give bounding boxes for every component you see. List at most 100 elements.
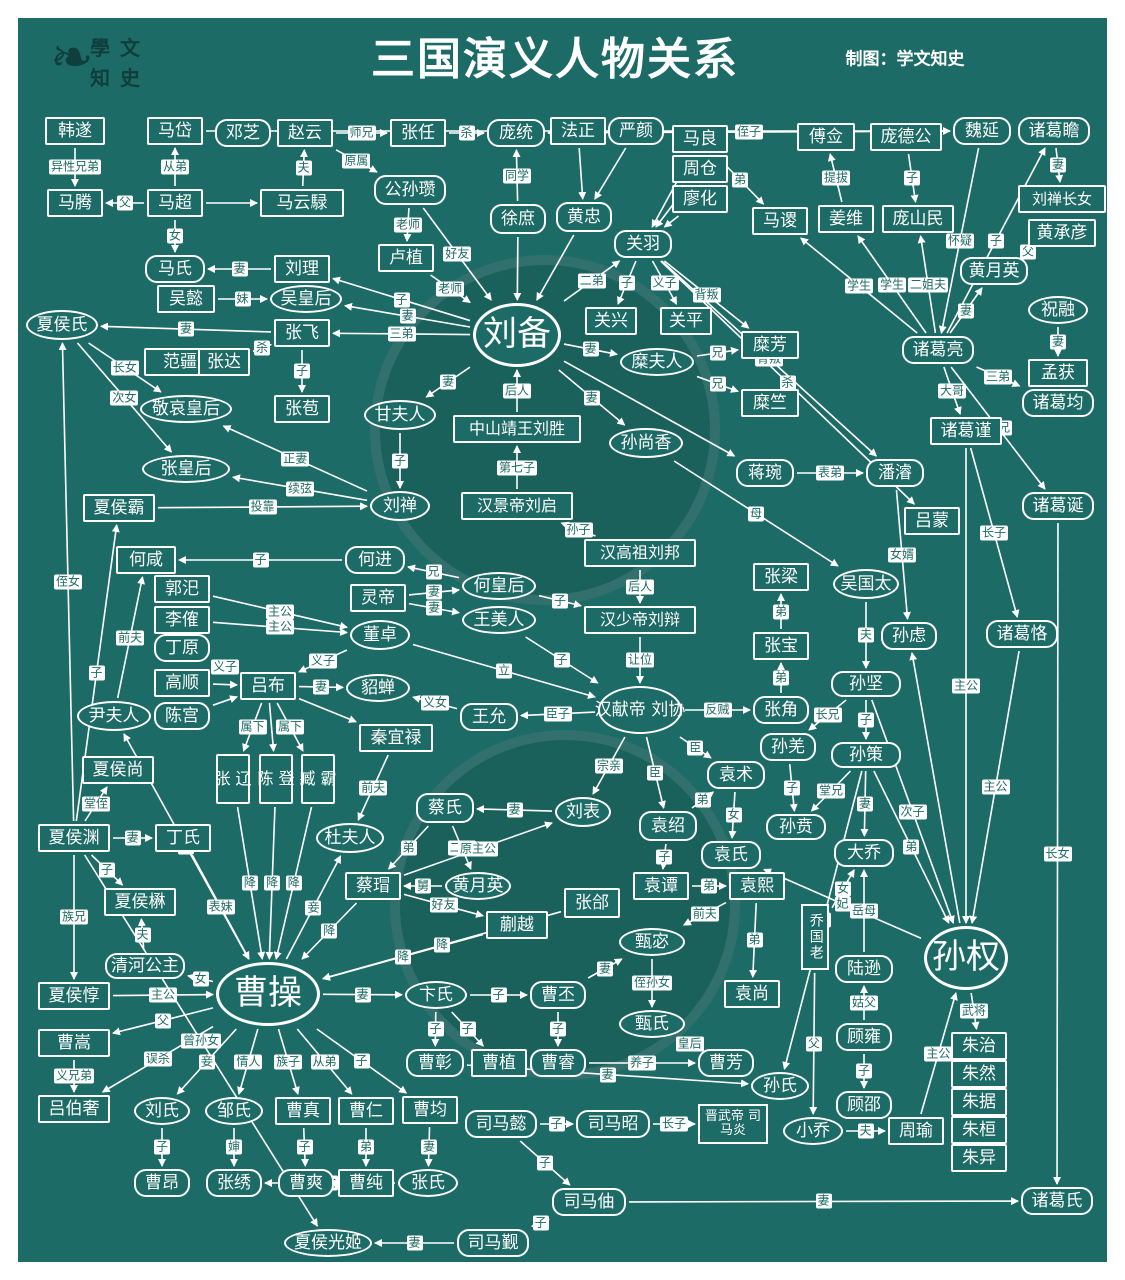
person-node-gaoshun[interactable]: 高顺 bbox=[154, 669, 210, 697]
person-node-sunshi[interactable]: 孙氏 bbox=[751, 1072, 809, 1100]
person-node-zhouyu[interactable]: 周瑜 bbox=[888, 1117, 944, 1145]
person-node-caoang[interactable]: 曹昂 bbox=[134, 1169, 190, 1197]
person-node-dingyuan[interactable]: 丁原 bbox=[154, 634, 210, 662]
person-node-luxun[interactable]: 陆逊 bbox=[835, 955, 893, 983]
person-node-ganfuren[interactable]: 甘夫人 bbox=[364, 400, 436, 430]
person-node-sunce[interactable]: 孙策 bbox=[831, 742, 901, 768]
person-node-zhangshi[interactable]: 张氏 bbox=[398, 1169, 458, 1197]
person-node-jiangwei[interactable]: 姜维 bbox=[818, 205, 874, 233]
person-node-xiahouyuan[interactable]: 夏侯渊 bbox=[38, 824, 110, 852]
person-node-xiahoushang[interactable]: 夏侯尚 bbox=[82, 756, 154, 784]
person-node-zhuyi[interactable]: 朱异 bbox=[951, 1144, 1007, 1172]
person-node-liaohua[interactable]: 廖化 bbox=[672, 185, 728, 213]
person-node-xushu[interactable]: 徐庶 bbox=[490, 204, 546, 234]
person-node-huangyueying[interactable]: 黄月英 bbox=[960, 257, 1028, 285]
person-node-zhenshi[interactable]: 甄氏 bbox=[619, 1010, 685, 1038]
person-node-yuanshu[interactable]: 袁术 bbox=[707, 761, 765, 789]
person-node-caoren[interactable]: 曹仁 bbox=[338, 1097, 394, 1125]
person-node-madai[interactable]: 马岱 bbox=[147, 117, 203, 145]
person-node-menghuo[interactable]: 孟获 bbox=[1028, 359, 1088, 387]
person-node-simayan[interactable]: 晋武帝 司马炎 bbox=[698, 1104, 768, 1144]
person-node-mashi[interactable]: 马氏 bbox=[145, 255, 205, 283]
person-node-xiahoudun[interactable]: 夏侯惇 bbox=[38, 982, 110, 1010]
person-node-guanxing[interactable]: 关兴 bbox=[585, 307, 637, 335]
person-node-weiyan[interactable]: 魏延 bbox=[953, 117, 1011, 145]
person-node-yuanshi[interactable]: 袁氏 bbox=[701, 841, 761, 869]
person-node-lijue[interactable]: 李傕 bbox=[154, 606, 210, 634]
person-node-xiaoqiao[interactable]: 小乔 bbox=[783, 1117, 843, 1145]
person-node-zhuran[interactable]: 朱然 bbox=[951, 1060, 1007, 1088]
person-node-zhuju[interactable]: 朱据 bbox=[951, 1088, 1007, 1116]
person-node-gongsunzan[interactable]: 公孙瓒 bbox=[374, 175, 446, 205]
person-node-wangyun[interactable]: 王允 bbox=[460, 703, 518, 731]
person-node-wuyi[interactable]: 吴懿 bbox=[157, 285, 215, 313]
person-node-sunjian[interactable]: 孙坚 bbox=[831, 671, 901, 697]
person-node-wuhuanghou[interactable]: 吴皇后 bbox=[270, 285, 342, 313]
person-node-lingdi[interactable]: 灵帝 bbox=[350, 584, 406, 612]
person-node-zhangbao2[interactable]: 张宝 bbox=[753, 632, 809, 660]
person-node-lushi[interactable]: 卢植 bbox=[378, 244, 434, 272]
person-node-wuguotai[interactable]: 吴国太 bbox=[833, 569, 899, 599]
person-node-mifang[interactable]: 糜芳 bbox=[741, 331, 799, 359]
person-node-panjun[interactable]: 潘濬 bbox=[866, 459, 924, 487]
person-node-hansui[interactable]: 韩遂 bbox=[45, 117, 105, 145]
person-node-zhanghuanghou[interactable]: 张皇后 bbox=[142, 455, 230, 483]
person-node-pangdegong[interactable]: 庞德公 bbox=[870, 123, 942, 151]
person-node-sunshangxiang[interactable]: 孙尚香 bbox=[609, 428, 683, 458]
person-node-liushanchangnv[interactable]: 刘禅长女 bbox=[1018, 185, 1106, 213]
person-node-pangtong[interactable]: 庞统 bbox=[487, 119, 545, 147]
person-node-caocao[interactable]: 曹操 bbox=[216, 962, 320, 1026]
person-node-jiangwan[interactable]: 蒋琬 bbox=[736, 459, 794, 487]
person-node-dingshi[interactable]: 丁氏 bbox=[155, 824, 211, 852]
person-node-gushao[interactable]: 顾邵 bbox=[836, 1091, 892, 1119]
person-node-hehuanghou[interactable]: 何皇后 bbox=[462, 572, 536, 600]
person-node-zhuhuan[interactable]: 朱桓 bbox=[951, 1116, 1007, 1144]
person-node-zhenmi[interactable]: 甄宓 bbox=[619, 928, 685, 956]
person-node-caozhi[interactable]: 曹植 bbox=[471, 1049, 527, 1077]
person-node-liubiao[interactable]: 刘表 bbox=[555, 797, 611, 827]
person-node-caimao[interactable]: 蔡瑁 bbox=[345, 872, 401, 900]
person-node-kuaiyue[interactable]: 蒯越 bbox=[486, 911, 548, 939]
person-node-zhangda[interactable]: 张达 bbox=[198, 348, 250, 376]
person-node-qinghegongzhu[interactable]: 清河公主 bbox=[105, 953, 185, 979]
person-node-zhangren[interactable]: 张任 bbox=[390, 119, 446, 147]
person-node-diaochan[interactable]: 貂蝉 bbox=[346, 674, 410, 702]
person-node-pangshanmin[interactable]: 庞山民 bbox=[882, 205, 954, 233]
person-node-yuantan[interactable]: 袁谭 bbox=[633, 872, 689, 900]
person-node-caozhen[interactable]: 曹真 bbox=[275, 1097, 331, 1125]
person-node-zhangliao[interactable]: 张 辽 bbox=[214, 754, 252, 804]
person-node-zhongshanjingwang[interactable]: 中山靖王刘胜 bbox=[453, 415, 581, 443]
person-node-zhuzhi[interactable]: 朱治 bbox=[951, 1032, 1007, 1060]
person-node-zhangjue[interactable]: 张角 bbox=[753, 696, 809, 724]
person-node-jingaihuanghou[interactable]: 敬哀皇后 bbox=[140, 395, 232, 423]
person-node-mifuren[interactable]: 糜夫人 bbox=[620, 348, 694, 376]
person-node-zhugeke[interactable]: 诸葛恪 bbox=[986, 620, 1058, 648]
person-node-dongzhuo[interactable]: 董卓 bbox=[350, 620, 410, 650]
person-node-lvmeng[interactable]: 吕蒙 bbox=[904, 507, 960, 535]
person-node-caosong[interactable]: 曹嵩 bbox=[38, 1029, 110, 1057]
person-node-bianshi[interactable]: 卞氏 bbox=[405, 981, 467, 1009]
person-node-wangmeiren[interactable]: 王美人 bbox=[462, 606, 536, 634]
person-node-hanxiandi[interactable]: 汉献帝 刘协 bbox=[595, 686, 685, 734]
person-node-fuqian[interactable]: 傅佥 bbox=[797, 123, 855, 151]
person-node-liushan[interactable]: 刘禅 bbox=[370, 491, 430, 521]
person-node-zhangbao1[interactable]: 张苞 bbox=[274, 395, 330, 423]
person-node-hanshaodi[interactable]: 汉少帝刘辩 bbox=[584, 606, 696, 634]
person-node-guosi[interactable]: 郭汜 bbox=[154, 575, 210, 603]
person-node-huangzhong[interactable]: 黄忠 bbox=[556, 202, 612, 232]
person-node-daqiao[interactable]: 大乔 bbox=[834, 839, 894, 867]
person-node-xiahoumao[interactable]: 夏侯楙 bbox=[104, 888, 176, 916]
person-node-zangba[interactable]: 臧 霸 bbox=[299, 754, 337, 804]
person-node-huangyueying2[interactable]: 黄月英 bbox=[445, 872, 511, 900]
person-node-liubei[interactable]: 刘备 bbox=[473, 303, 561, 367]
person-node-hangaozu[interactable]: 汉高祖刘邦 bbox=[584, 539, 696, 567]
person-node-lvboshe[interactable]: 吕伯奢 bbox=[38, 1095, 110, 1123]
person-node-hanjingdi[interactable]: 汉景帝刘启 bbox=[461, 492, 573, 520]
person-node-liushi[interactable]: 刘氏 bbox=[134, 1097, 190, 1125]
person-node-mateng[interactable]: 马腾 bbox=[47, 189, 103, 217]
person-node-caorui[interactable]: 曹睿 bbox=[530, 1049, 586, 1077]
person-node-zhurong[interactable]: 祝融 bbox=[1028, 296, 1088, 324]
person-node-sunquan[interactable]: 孙权 bbox=[924, 926, 1008, 990]
person-node-hexian[interactable]: 何咸 bbox=[116, 546, 176, 574]
person-node-caopi[interactable]: 曹丕 bbox=[530, 981, 586, 1009]
